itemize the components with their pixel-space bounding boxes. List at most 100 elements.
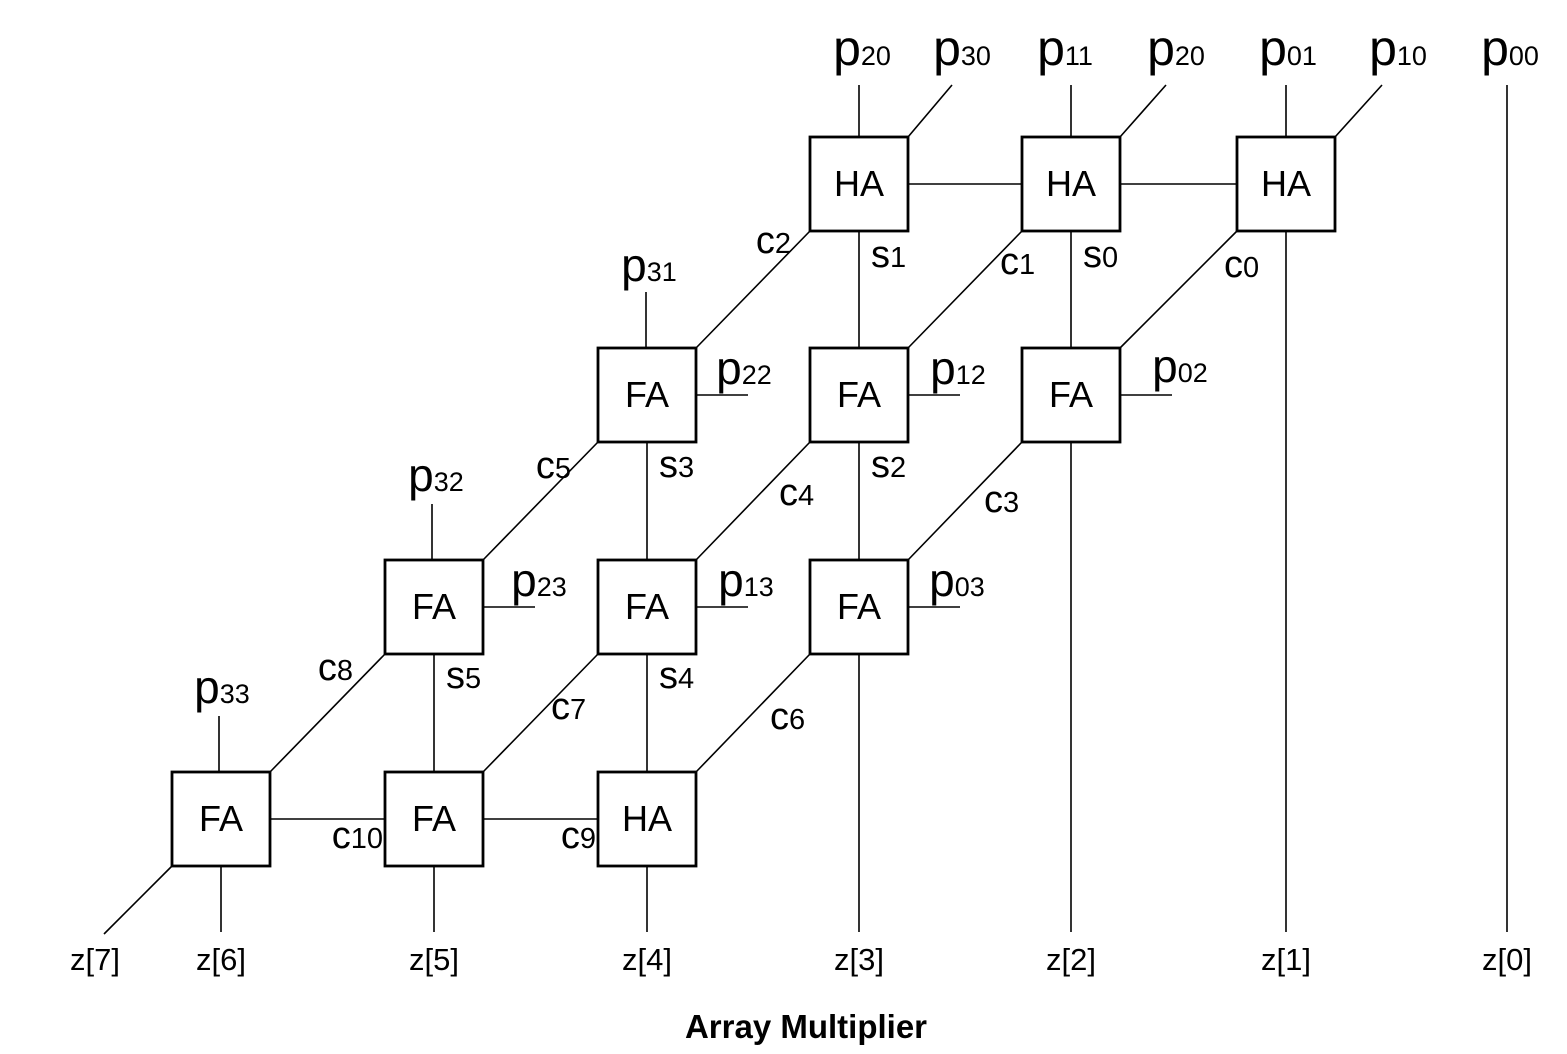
label-z4: z[4] (622, 942, 672, 977)
adder-label-r1-left: FA (625, 374, 669, 415)
adder-box-r2-mid (596, 558, 698, 656)
label-c10-base: c (332, 815, 351, 857)
adder-box-r1-mid (808, 346, 910, 444)
label-c7-sub: 7 (570, 694, 586, 726)
wire-c3 (907, 441, 1023, 561)
label-c10: c10 (332, 815, 383, 857)
label-c3-sub: 3 (1003, 487, 1019, 519)
label-p10-base: p (1369, 20, 1397, 76)
label-p31-base: p (621, 239, 647, 291)
label-c7: c7 (551, 686, 586, 728)
wire-c0 (1119, 230, 1238, 349)
label-c1: c1 (1000, 241, 1035, 283)
label-p31-sub: 31 (647, 257, 677, 287)
label-c6: c6 (770, 696, 805, 738)
adder-box-r1-right (1020, 346, 1122, 444)
label-p03-sub: 03 (955, 572, 985, 602)
carry-labels: c2 c1 c0 c5 c4 c3 c8 c7 c6 c10 c9 (318, 220, 1259, 857)
label-s5-base: s (446, 655, 465, 697)
label-s2-base: s (871, 444, 890, 486)
label-p12-sub: 12 (956, 360, 986, 390)
label-s1-sub: 1 (890, 242, 906, 274)
label-c10-sub: 10 (351, 823, 383, 855)
sum-labels: s1 s0 s3 s2 s5 s4 (446, 234, 1118, 697)
label-p20-a-sub: 20 (861, 41, 891, 71)
label-p13-sub: 13 (744, 572, 774, 602)
label-p20-b-sub: 20 (1175, 41, 1205, 71)
label-c9-sub: 9 (580, 823, 596, 855)
wire-c4 (695, 441, 811, 561)
wire-carry-to-z7 (103, 865, 173, 935)
label-c7-base: c (551, 686, 570, 728)
label-c3-base: c (984, 479, 1003, 521)
label-s3-base: s (659, 444, 678, 486)
label-z7: z[7] (70, 942, 120, 977)
label-c2-base: c (756, 220, 775, 262)
label-p20-b: p20 (1147, 20, 1205, 76)
label-s1-base: s (871, 234, 890, 276)
adder-box-r2-right (808, 558, 910, 656)
label-c1-sub: 1 (1019, 249, 1035, 281)
wire-c2 (695, 230, 811, 349)
label-c3: c3 (984, 479, 1019, 521)
label-c4-sub: 4 (798, 480, 814, 512)
label-p02: p02 (1152, 340, 1208, 392)
wire-c1 (907, 230, 1023, 349)
label-z6: z[6] (196, 942, 246, 977)
label-p01-sub: 01 (1287, 41, 1317, 71)
wire-p30-input (907, 84, 953, 138)
adder-label-r0-mid: HA (1046, 163, 1096, 204)
label-s2-sub: 2 (890, 452, 906, 484)
adder-box-r3-right (596, 770, 698, 868)
label-p12: p12 (930, 342, 986, 394)
label-p13-base: p (718, 554, 744, 606)
label-c4: c4 (779, 472, 814, 514)
label-p00: p00 (1481, 20, 1539, 76)
label-p23: p23 (511, 554, 567, 606)
label-c8: c8 (318, 647, 353, 689)
label-p30-sub: 30 (961, 41, 991, 71)
label-s1: s1 (871, 234, 906, 276)
label-c1-base: c (1000, 241, 1019, 283)
label-p01-base: p (1259, 20, 1287, 76)
adder-label-r0-left: HA (834, 163, 884, 204)
label-c2-sub: 2 (775, 228, 791, 260)
label-s4-base: s (659, 655, 678, 697)
label-p33: p33 (194, 661, 250, 713)
label-z0: z[0] (1482, 942, 1532, 977)
wire-p20b-input (1119, 84, 1167, 138)
label-z5: z[5] (409, 942, 459, 977)
label-p33-sub: 33 (220, 679, 250, 709)
label-c5: c5 (536, 445, 571, 487)
adder-box-r0-right (1235, 135, 1337, 233)
label-p32-sub: 32 (434, 467, 464, 497)
label-p20-b-base: p (1147, 20, 1175, 76)
label-c9: c9 (561, 815, 596, 857)
adder-label-r3-right: HA (622, 798, 672, 839)
label-c6-base: c (770, 696, 789, 738)
label-p23-base: p (511, 554, 537, 606)
label-p11: p11 (1037, 20, 1093, 76)
label-c0-sub: 0 (1243, 252, 1259, 284)
adder-box-r2-left (383, 558, 485, 656)
label-p03-base: p (929, 554, 955, 606)
label-p33-base: p (194, 661, 220, 713)
partial-product-labels: p20 p30 p11 p20 p01 p10 p00 p31 p32 p33 … (194, 20, 1539, 713)
adder-box-r0-mid (1020, 135, 1122, 233)
adder-box-r3-mid (383, 770, 485, 868)
label-p23-sub: 23 (537, 572, 567, 602)
label-p30-base: p (933, 20, 961, 76)
label-s0-base: s (1083, 234, 1102, 276)
adder-label-r3-left: FA (199, 798, 243, 839)
adder-label-r2-left: FA (412, 586, 456, 627)
label-p32-base: p (408, 449, 434, 501)
label-p11-base: p (1037, 20, 1065, 76)
label-c6-sub: 6 (789, 704, 805, 736)
diagram-title: Array Multiplier (685, 1008, 927, 1045)
label-s5-sub: 5 (465, 663, 481, 695)
label-p11-sub: 11 (1065, 41, 1093, 71)
label-p01: p01 (1259, 20, 1317, 76)
label-p10: p10 (1369, 20, 1427, 76)
